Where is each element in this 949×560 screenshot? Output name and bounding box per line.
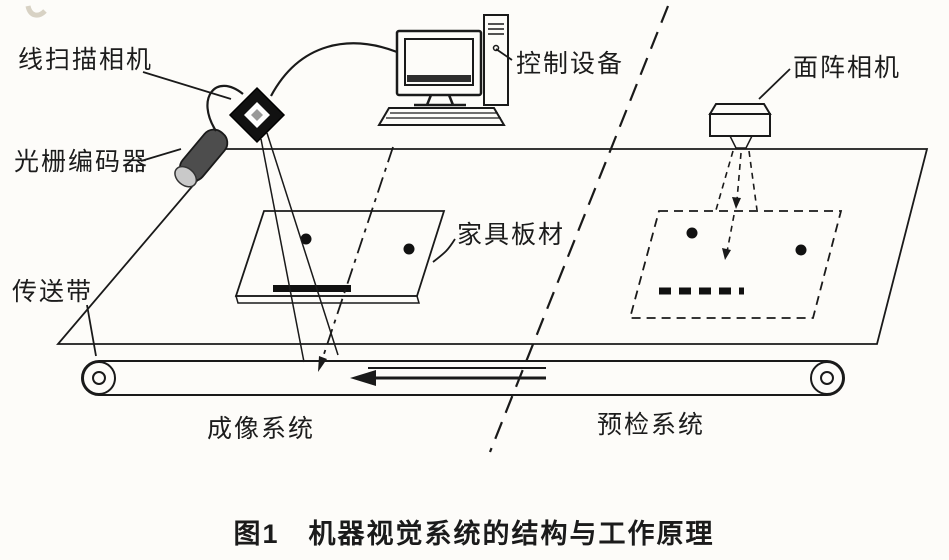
leader-line-scan-camera xyxy=(142,71,232,100)
system-separator-dashed-line xyxy=(488,5,670,453)
monitor-screen-bar xyxy=(407,75,471,82)
label-conveyor-belt: 传送带 xyxy=(12,278,93,306)
label-furniture-panel: 家具板材 xyxy=(457,221,565,249)
belt-roller-right-hub xyxy=(820,371,834,385)
furniture-board-right-dashed xyxy=(628,210,843,319)
leader-conveyor-belt xyxy=(86,304,97,357)
belt-roller-left xyxy=(82,361,116,395)
watermark-mark xyxy=(25,5,47,18)
leader-control-device xyxy=(495,48,513,61)
leader-furniture-panel xyxy=(432,238,456,263)
scan-beam-lines xyxy=(260,132,339,363)
leader-grating-encoder xyxy=(140,148,182,162)
leader-area-camera xyxy=(758,68,791,100)
optical-axis-dashdot xyxy=(318,146,394,372)
encoder-cable xyxy=(206,84,244,132)
board-slot xyxy=(273,285,351,292)
label-area-camera: 面阵相机 xyxy=(793,54,901,82)
board-hole-right xyxy=(403,243,415,255)
belt-direction-arrow-icon xyxy=(350,367,546,386)
camera-light-rays-dashed xyxy=(715,150,758,260)
camera-to-computer-cable xyxy=(270,42,398,97)
camera-lens xyxy=(728,135,754,149)
label-control-device: 控制设备 xyxy=(516,50,624,78)
board-hole-right xyxy=(795,244,807,256)
board-hole-left xyxy=(300,233,312,245)
computer-tower xyxy=(483,14,509,106)
leader-lines xyxy=(86,48,791,357)
belt-roller-left-hub xyxy=(92,371,106,385)
label-line-scan-camera: 线扫描相机 xyxy=(18,46,153,74)
table-surface xyxy=(56,148,929,345)
control-computer xyxy=(377,14,509,126)
furniture-board-left xyxy=(234,210,446,304)
monitor-frame xyxy=(395,29,483,97)
conveyor-belt xyxy=(81,360,845,396)
monitor-screen xyxy=(404,38,474,86)
grating-encoder xyxy=(174,128,229,188)
board-hole-left xyxy=(686,227,698,239)
label-preinspection-system: 预检系统 xyxy=(597,411,705,439)
label-imaging-system: 成像系统 xyxy=(207,415,315,443)
figure-caption: 图1 机器视觉系统的结构与工作原理 xyxy=(233,518,714,549)
keyboard xyxy=(377,107,506,126)
belt-roller-right xyxy=(810,361,844,395)
label-grating-encoder: 光栅编码器 xyxy=(14,148,149,176)
line-scan-camera xyxy=(228,86,286,144)
area-array-camera xyxy=(708,103,772,260)
